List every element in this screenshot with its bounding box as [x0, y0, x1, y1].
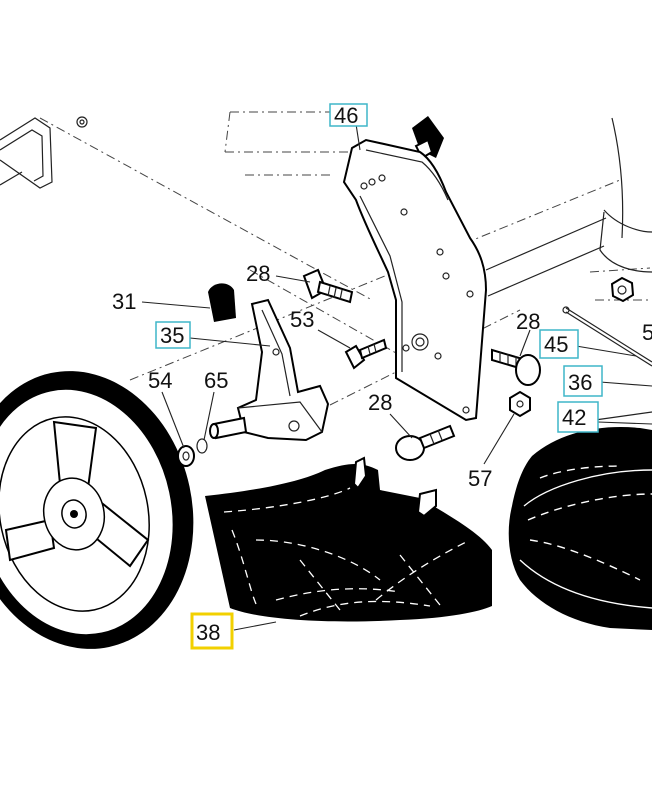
reference-lines: [39, 111, 651, 406]
part-label-31: 31: [112, 289, 136, 314]
label-box-45: [539, 329, 579, 359]
wheel: [0, 371, 194, 649]
washer-54: [177, 445, 195, 467]
part-label-45: 45: [544, 332, 568, 357]
part-label-35: 35: [160, 323, 184, 348]
spring-clip-31: [208, 283, 236, 322]
callout-boxes: [155, 103, 603, 650]
bolt-28-bottom: [395, 424, 456, 461]
deck-right: [508, 427, 652, 630]
nut-right: [610, 276, 635, 303]
bracket-plate-46: [342, 138, 488, 422]
part-label-42: 42: [562, 405, 586, 430]
part-label-36: 36: [568, 370, 592, 395]
part-label-46: 46: [334, 103, 358, 128]
bolt-28-right: [491, 348, 541, 386]
part-label-5: 5: [642, 320, 652, 345]
label-box-35: [155, 321, 191, 349]
part-label-54: 54: [148, 368, 172, 393]
label-box-42: [557, 401, 599, 433]
part-label-57: 57: [468, 466, 492, 491]
part-label-28-right: 28: [516, 309, 540, 334]
bolt-53: [344, 338, 388, 370]
lever-assembly-35: [209, 298, 330, 442]
part-label-38: 38: [196, 620, 220, 645]
part-labels: 46 28 31 35 53 28 45 54 65 36 28 42 57 3…: [112, 103, 652, 645]
ring-65: [196, 438, 208, 454]
deck-skirt: [205, 456, 492, 622]
label-box-38: [190, 612, 234, 650]
part-label-28-bottom: 28: [368, 390, 392, 415]
part-label-53: 53: [290, 307, 314, 332]
handle-frame: [0, 116, 88, 189]
leader-lines: [141, 123, 652, 631]
nut-57: [509, 390, 531, 418]
part-label-65: 65: [204, 368, 228, 393]
label-box-36: [563, 365, 603, 397]
label-box-46: [329, 103, 368, 127]
part-label-28-top: 28: [246, 261, 270, 286]
bolt-28-top: [302, 268, 354, 304]
